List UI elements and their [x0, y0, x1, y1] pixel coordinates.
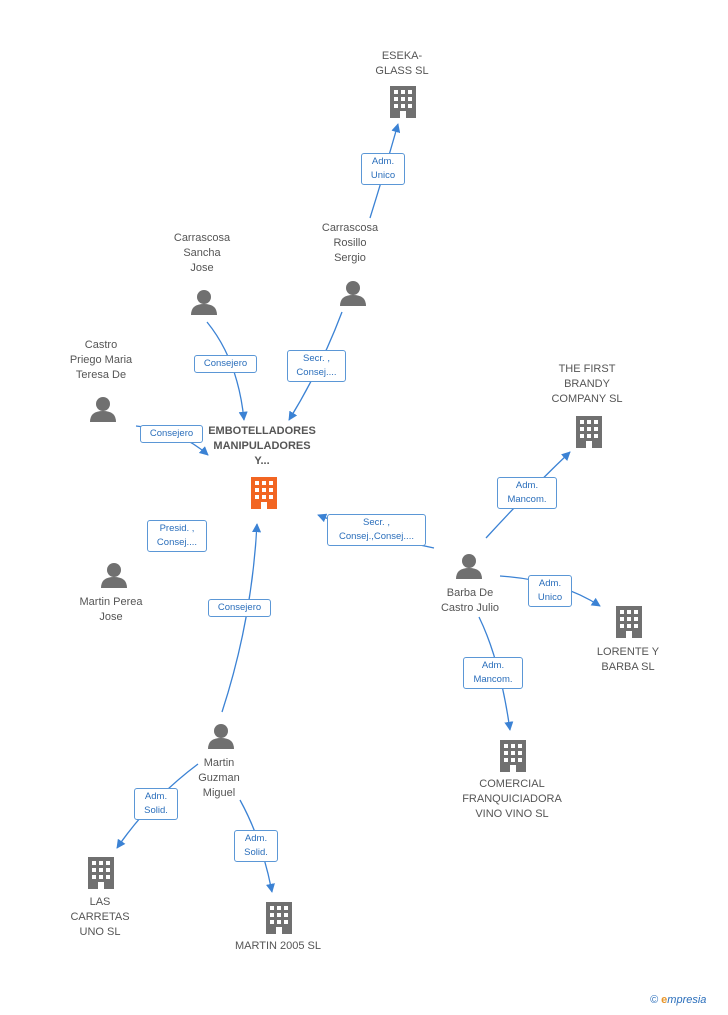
edge-label-barba-brandy: Adm. Mancom. — [497, 477, 557, 509]
edge-label-guzman-carretas: Adm. Solid. — [134, 788, 178, 820]
brand-name: mpresia — [667, 994, 707, 1006]
node-label-main-company: EMBOTELLADORES MANIPULADORES Y... — [208, 425, 316, 467]
node-label-castro-priego: Castro Priego Maria Teresa De — [69, 339, 133, 381]
edge-label-rosillo-main: Secr. , Consej.... — [287, 350, 346, 382]
node-label-the-first-brandy: THE FIRST BRANDY COMPANY SL — [551, 363, 623, 405]
edge-label-guzman-main: Consejero — [208, 599, 271, 617]
building-icon — [500, 740, 526, 772]
edge-label-guzman-2005: Adm. Solid. — [234, 830, 278, 862]
edge-label-barba-lorente: Adm. Unico — [528, 575, 572, 607]
node-label-las-carretas: LAS CARRETAS UNO SL — [70, 896, 130, 938]
person-icon — [340, 281, 366, 306]
person-icon — [90, 397, 116, 422]
node-label-carrascosa-sancha: Carrascosa Sancha Jose — [173, 232, 231, 274]
edge-label-barba-main: Secr. , Consej.,Consej.... — [327, 514, 426, 546]
edge-label-rosillo-eseka: Adm. Unico — [361, 153, 405, 185]
edge-label-sancha-main: Consejero — [194, 355, 257, 373]
edge-guzman-main — [221, 523, 262, 713]
edge-label-perea-main: Presid. , Consej.... — [147, 520, 207, 552]
building-icon — [576, 416, 602, 448]
empresia-logo[interactable]: © empresia — [650, 994, 706, 1006]
copyright-symbol: © — [650, 994, 659, 1006]
node-label-eseka-glass: ESEKA- GLASS SL — [375, 50, 429, 77]
node-label-martin-guzman: Martin Guzman Miguel — [198, 757, 240, 799]
building-icon — [390, 86, 416, 118]
person-icon — [101, 563, 127, 588]
person-icon — [456, 554, 482, 579]
person-icon — [191, 290, 217, 315]
node-label-carrascosa-rosillo: Carrascosa Rosillo Sergio — [321, 222, 379, 264]
edge-label-castro-main: Consejero — [140, 425, 203, 443]
main-company-building-icon — [251, 477, 277, 509]
node-label-lorente-y-barba: LORENTE Y BARBA SL — [596, 646, 660, 673]
node-label-martin-2005: MARTIN 2005 SL — [234, 940, 321, 952]
building-icon — [88, 857, 114, 889]
node-label-martin-perea: Martin Perea Jose — [79, 596, 143, 623]
edge-label-barba-comercial: Adm. Mancom. — [463, 657, 523, 689]
brand-initial: e — [661, 994, 668, 1006]
node-label-barba-de-castro: Barba De Castro Julio — [440, 587, 500, 614]
person-icon — [208, 724, 234, 749]
building-icon — [266, 902, 292, 934]
building-icon — [616, 606, 642, 638]
node-label-comercial-franquiciadora: COMERCIAL FRANQUICIADORA VINO VINO SL — [462, 778, 562, 820]
